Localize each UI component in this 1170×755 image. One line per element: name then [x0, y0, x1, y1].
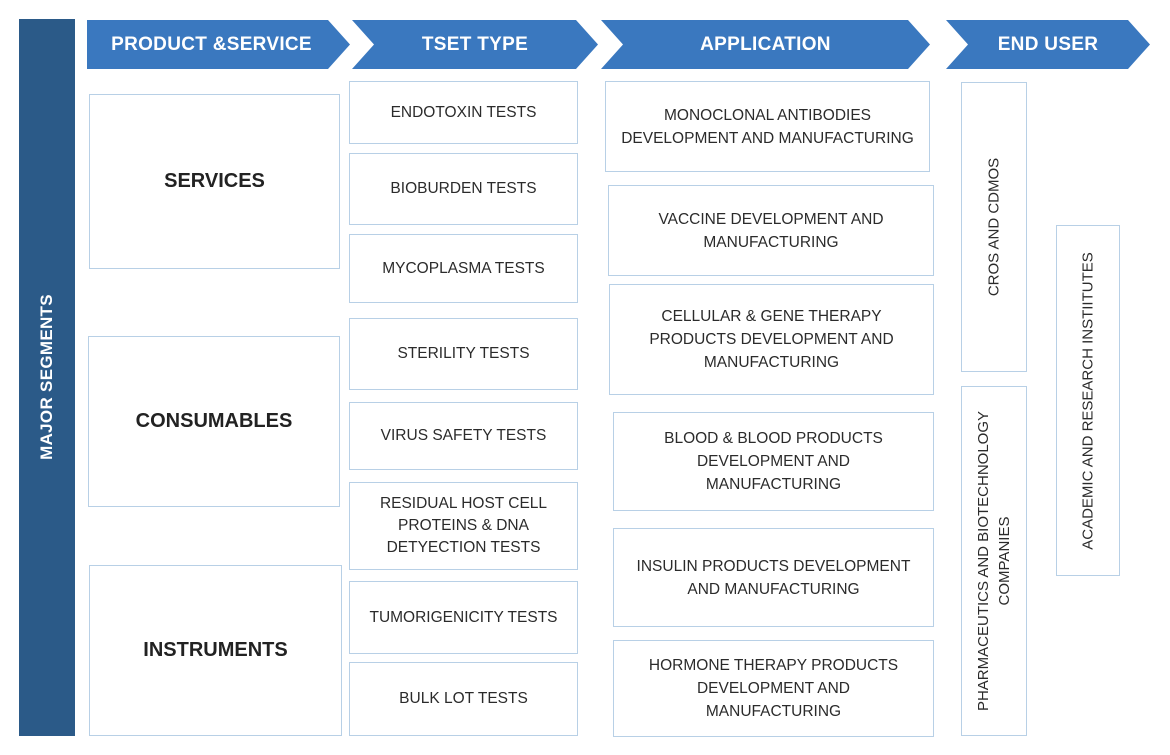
end-user-item: CROS AND CDMOS	[961, 82, 1027, 372]
test-type-label: STERILITY TESTS	[397, 345, 530, 362]
header-test-type: TSET TYPE	[352, 20, 598, 69]
test-type-label: VIRUS SAFETY TESTS	[380, 427, 547, 444]
header-test-type-label: TSET TYPE	[421, 33, 529, 55]
header-end-user-label: END USER	[997, 33, 1099, 55]
test-type-label: BULK LOT TESTS	[399, 690, 528, 707]
test-type-item: BIOBURDEN TESTS	[349, 153, 578, 225]
major-segments-bar	[19, 19, 75, 736]
test-type-label: ENDOTOXIN TESTS	[390, 103, 537, 121]
header-product-service-label: PRODUCT &SERVICE	[111, 33, 312, 55]
segment-consumables: CONSUMABLES	[88, 336, 340, 507]
end-user-item: ACADEMIC AND RESEARCH INSTIITUTES	[1056, 225, 1120, 576]
segment-instruments: INSTRUMENTS	[89, 565, 342, 736]
end-user-label: CROS AND CDMOS	[985, 157, 1003, 297]
end-user-item: PHARMACEUTICS AND BIOTECHNOLOGY COMPANIE…	[961, 386, 1027, 736]
application-label: HORMONE THERAPY PRODUCTS DEVELOPMENT AND…	[648, 657, 899, 720]
application-item: CELLULAR & GENE THERAPY PRODUCTS DEVELOP…	[609, 284, 934, 395]
segment-consumables-label: CONSUMABLES	[135, 410, 293, 432]
application-label: VACCINE DEVELOPMENT AND MANUFACTURING	[658, 210, 884, 251]
application-item: INSULIN PRODUCTS DEVELOPMENT AND MANUFAC…	[613, 528, 934, 627]
end-user-label: ACADEMIC AND RESEARCH INSTIITUTES	[1079, 251, 1097, 550]
application-item: VACCINE DEVELOPMENT AND MANUFACTURING	[608, 185, 934, 276]
application-item: MONOCLONAL ANTIBODIES DEVELOPMENT AND MA…	[605, 81, 930, 172]
major-segments-label: MAJOR SEGMENTS	[37, 294, 56, 460]
application-label: CELLULAR & GENE THERAPY PRODUCTS DEVELOP…	[649, 308, 894, 371]
application-label: INSULIN PRODUCTS DEVELOPMENT AND MANUFAC…	[636, 557, 911, 598]
header-application: APPLICATION	[601, 20, 930, 69]
test-type-item: STERILITY TESTS	[349, 318, 578, 390]
application-label: BLOOD & BLOOD PRODUCTS DEVELOPMENT AND M…	[664, 430, 883, 493]
header-application-label: APPLICATION	[700, 33, 831, 55]
end-user-label: PHARMACEUTICS AND BIOTECHNOLOGY COMPANIE…	[975, 410, 1013, 712]
test-type-item: VIRUS SAFETY TESTS	[349, 402, 578, 470]
application-label: MONOCLONAL ANTIBODIES DEVELOPMENT AND MA…	[621, 106, 914, 147]
test-type-item: ENDOTOXIN TESTS	[349, 81, 578, 144]
segment-instruments-label: INSTRUMENTS	[143, 639, 288, 661]
test-type-item: RESIDUAL HOST CELL PROTEINS & DNA DETYEC…	[349, 482, 578, 570]
test-type-item: MYCOPLASMA TESTS	[349, 234, 578, 303]
segment-services: SERVICES	[89, 94, 340, 269]
application-item: HORMONE THERAPY PRODUCTS DEVELOPMENT AND…	[613, 640, 934, 737]
test-type-label: TUMORIGENICITY TESTS	[369, 608, 558, 626]
segment-services-label: SERVICES	[164, 170, 265, 192]
test-type-label: MYCOPLASMA TESTS	[382, 259, 545, 277]
header-product-service: PRODUCT &SERVICE	[87, 20, 350, 69]
test-type-label: BIOBURDEN TESTS	[390, 180, 537, 197]
application-item: BLOOD & BLOOD PRODUCTS DEVELOPMENT AND M…	[613, 412, 934, 511]
test-type-label: RESIDUAL HOST CELL PROTEINS & DNA DETYEC…	[379, 495, 548, 556]
test-type-item: TUMORIGENICITY TESTS	[349, 581, 578, 654]
test-type-item: BULK LOT TESTS	[349, 662, 578, 736]
header-end-user: END USER	[946, 20, 1150, 69]
